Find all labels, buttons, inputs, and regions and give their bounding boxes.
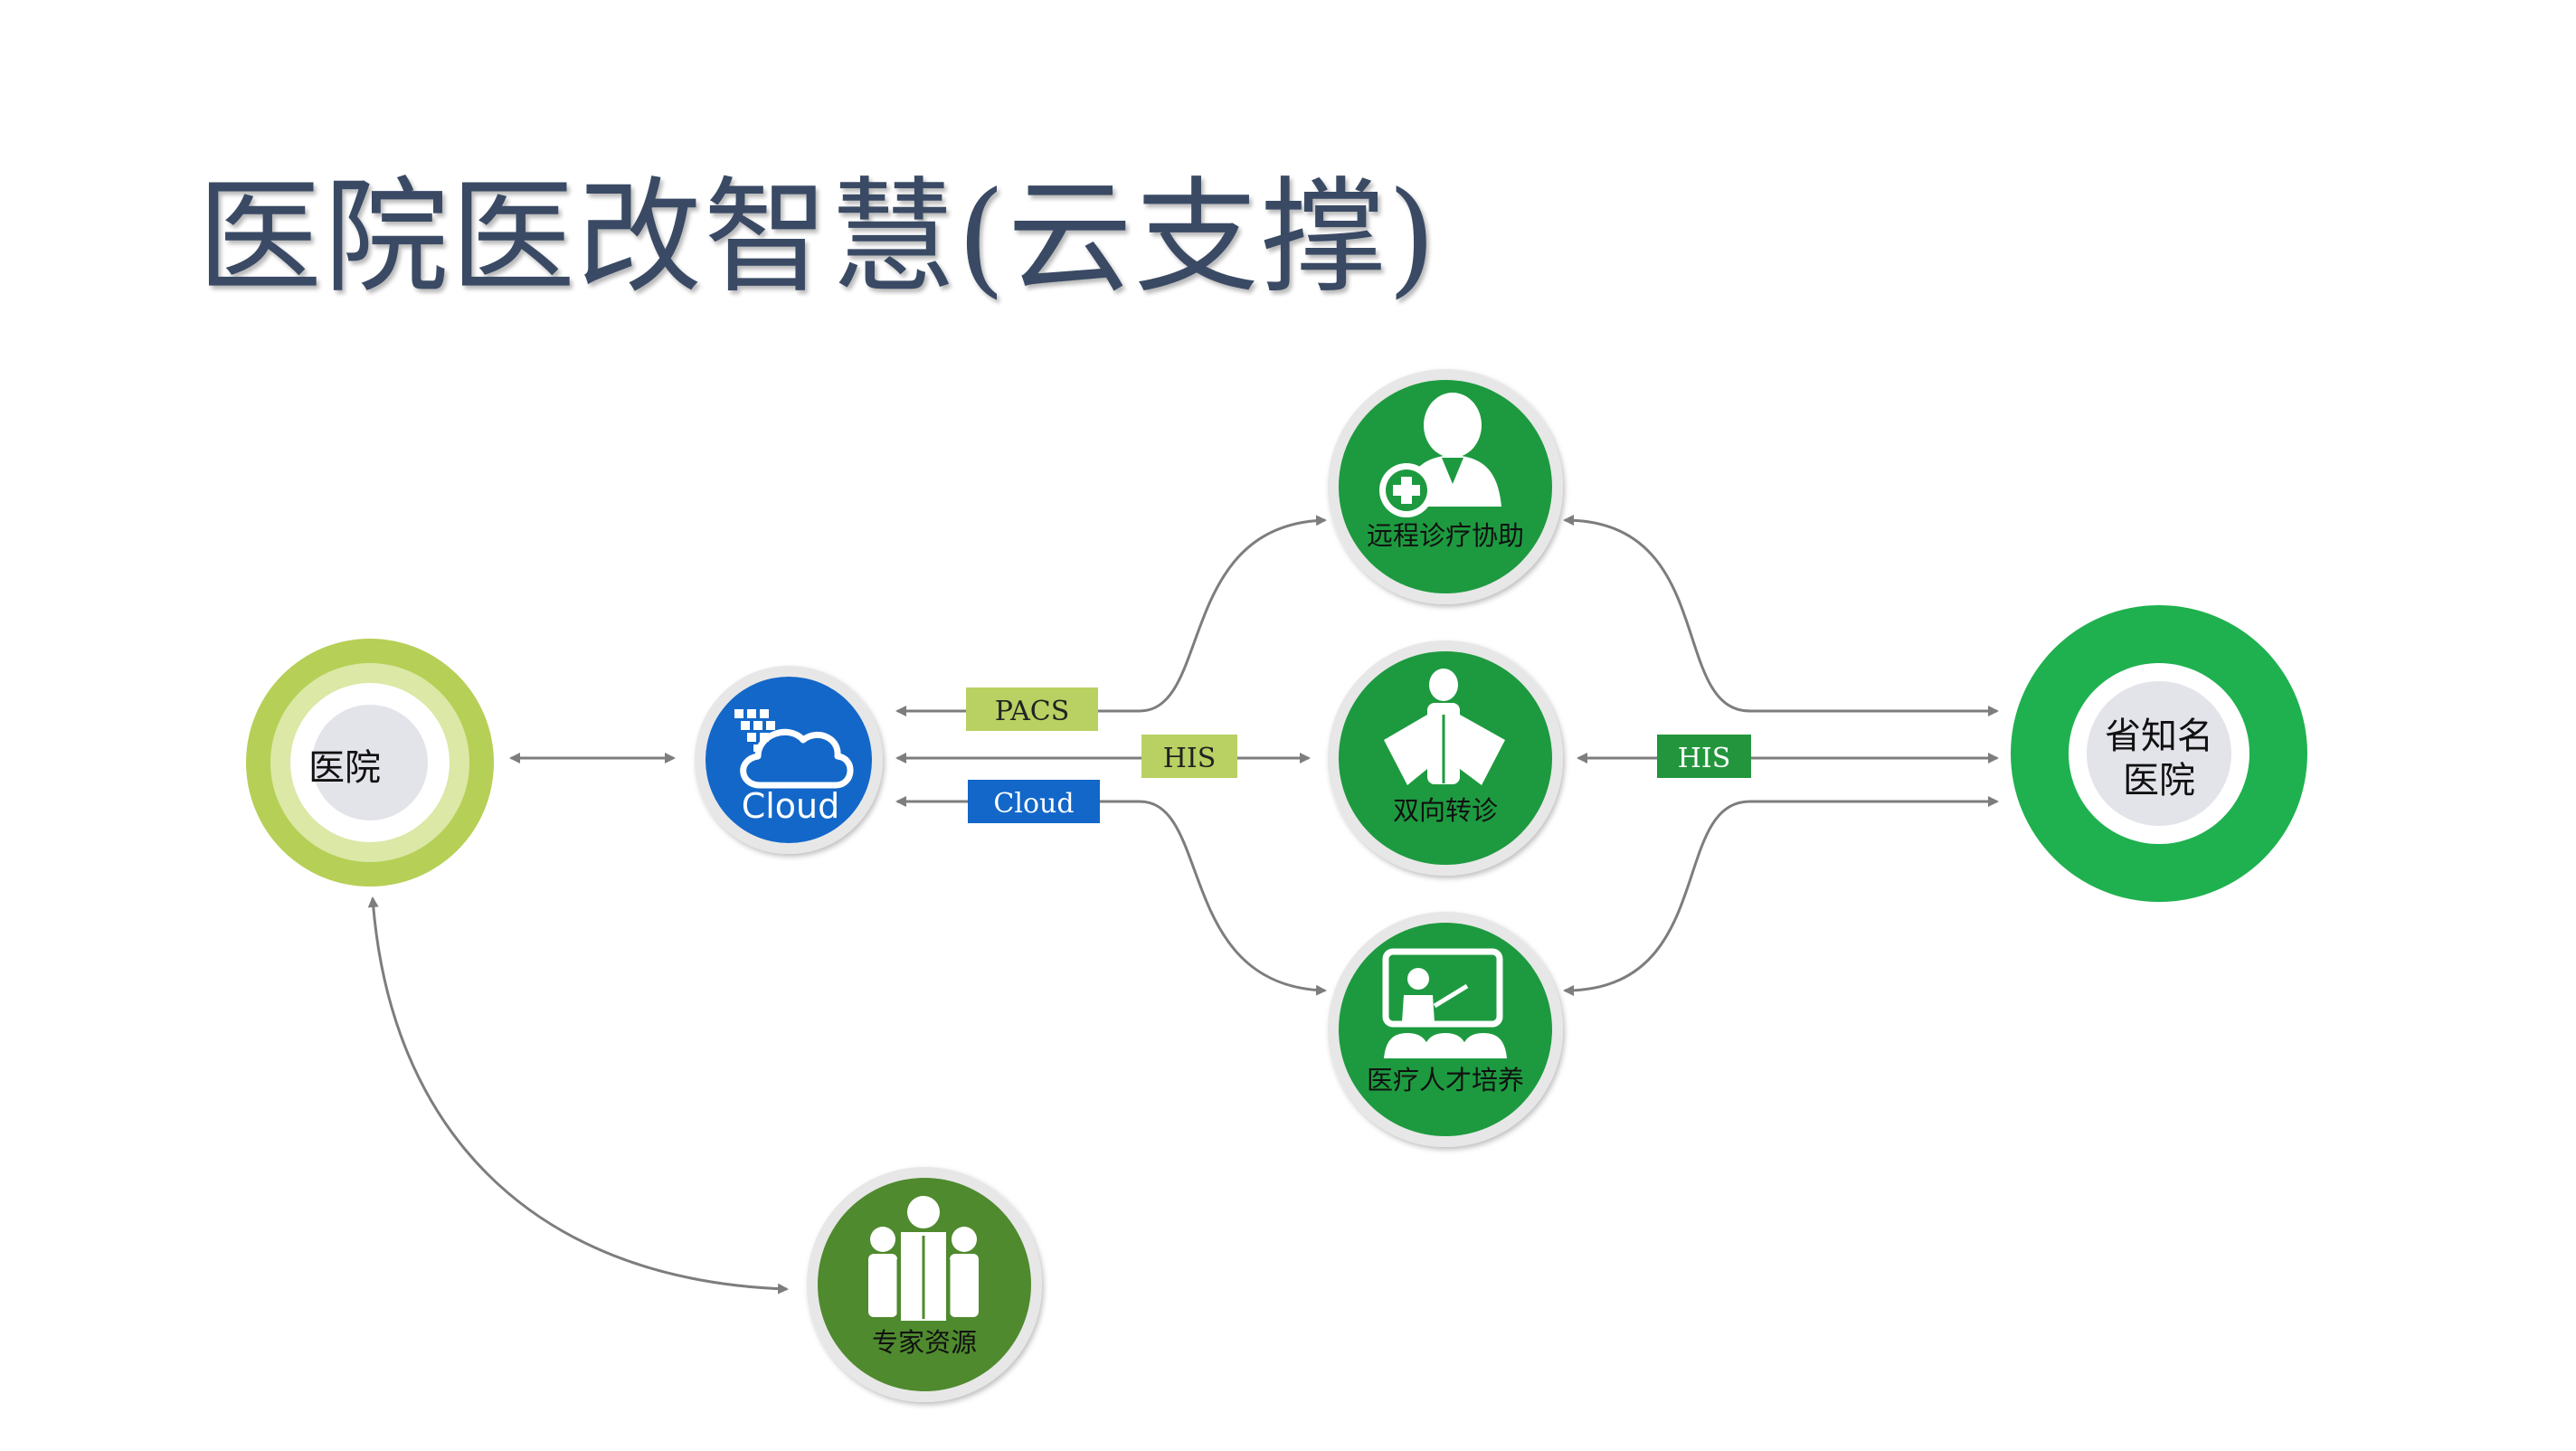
expert-group-icon bbox=[868, 1196, 979, 1321]
tag-cloud-label: Cloud bbox=[993, 788, 1074, 820]
provincial-hospital-label-line1: 省知名 bbox=[2105, 716, 2213, 757]
tag-his-right: HIS bbox=[1657, 735, 1751, 778]
cloud-cloud-training-arrow bbox=[895, 796, 1327, 996]
remote-consultation-label: 远程诊疗协助 bbox=[1367, 520, 1524, 551]
teaching-board-icon bbox=[1382, 948, 1507, 1058]
cloud-node: Cloud bbox=[695, 666, 883, 854]
training-node: 医疗人才培养 bbox=[1328, 912, 1563, 1147]
tag-his-left-label: HIS bbox=[1163, 743, 1217, 774]
cloud-label: Cloud bbox=[742, 786, 840, 826]
provincial-hospital-label-line2: 医院 bbox=[2123, 760, 2195, 801]
tag-his-right-label: HIS bbox=[1678, 743, 1731, 774]
experts-node: 专家资源 bbox=[807, 1167, 1042, 1402]
doctor-plus-icon bbox=[1379, 393, 1501, 517]
provincial-remote-arrow bbox=[1563, 515, 1999, 716]
provincial-hospital-node: 省知名 医院 bbox=[2011, 605, 2307, 902]
referral-label: 双向转诊 bbox=[1393, 795, 1498, 826]
cloud-icon bbox=[734, 709, 854, 789]
tag-his-left: HIS bbox=[1141, 735, 1237, 778]
hospital-experts-arrow bbox=[367, 896, 789, 1295]
hospital-node: 医院 bbox=[246, 639, 494, 887]
tag-cloud: Cloud bbox=[968, 780, 1100, 823]
slide-title: 医院医改智慧(云支撑) bbox=[197, 165, 1438, 310]
referral-node: 双向转诊 bbox=[1328, 640, 1563, 876]
tag-pacs-label: PACS bbox=[995, 696, 1070, 727]
connectors bbox=[367, 515, 1999, 1295]
remote-consultation-node: 远程诊疗协助 bbox=[1328, 369, 1563, 604]
provincial-training-arrow bbox=[1563, 796, 1999, 996]
experts-label: 专家资源 bbox=[872, 1327, 977, 1358]
hospital-label: 医院 bbox=[308, 747, 381, 789]
tag-pacs: PACS bbox=[966, 688, 1098, 731]
training-label: 医疗人才培养 bbox=[1367, 1065, 1524, 1095]
cloud-pacs-remote-arrow bbox=[895, 515, 1327, 716]
referral-person-icon bbox=[1384, 669, 1505, 785]
